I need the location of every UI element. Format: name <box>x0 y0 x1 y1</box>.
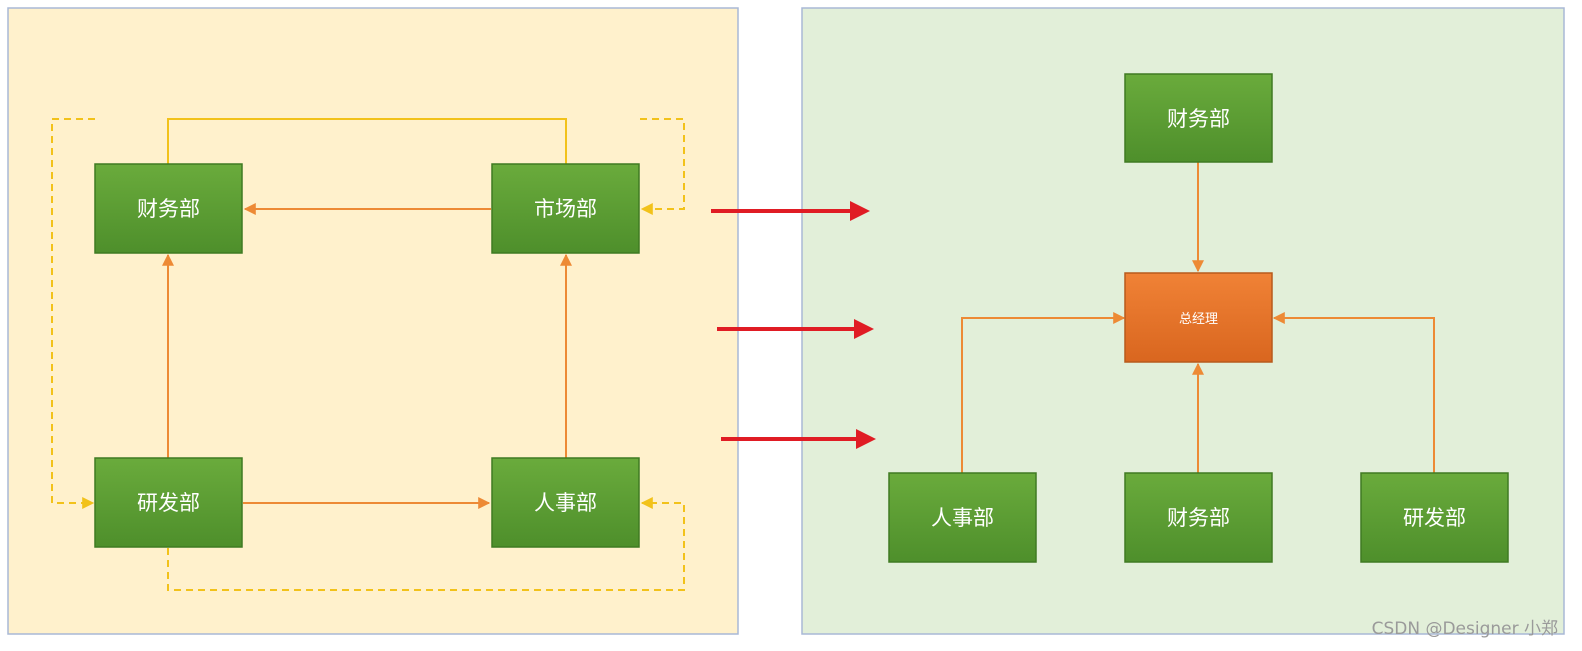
node-hr-left: 人事部 <box>491 457 640 548</box>
node-label: 财务部 <box>1167 506 1230 530</box>
node-hr-right: 人事部 <box>888 472 1037 563</box>
node-finance-left: 财务部 <box>94 163 243 254</box>
connector-dashed-left <box>51 118 95 509</box>
node-label: 市场部 <box>534 197 597 221</box>
connector-dashed-bottom <box>167 497 685 591</box>
node-finance-top-right: 财务部 <box>1124 73 1273 163</box>
connector-finance-market-top <box>167 118 567 164</box>
node-label: 总经理 <box>1179 312 1218 327</box>
node-general-manager: 总经理 <box>1124 272 1273 363</box>
node-rnd-left: 研发部 <box>94 457 243 548</box>
node-label: 人事部 <box>534 491 597 515</box>
node-market-left: 市场部 <box>491 163 640 254</box>
connector-dashed-right-market <box>640 118 685 215</box>
connector-hr-to-gm <box>961 312 1126 473</box>
node-label: 人事部 <box>931 506 994 530</box>
node-rnd-right: 研发部 <box>1360 472 1509 563</box>
node-label: 研发部 <box>1403 506 1466 530</box>
node-label: 研发部 <box>137 491 200 515</box>
node-finance-bottom-right: 财务部 <box>1124 472 1273 563</box>
connector-rnd-to-gm <box>1272 312 1435 473</box>
node-label: 财务部 <box>137 197 200 221</box>
node-label: 财务部 <box>1167 107 1230 131</box>
watermark-text: CSDN @Designer 小郑 <box>1371 619 1558 639</box>
